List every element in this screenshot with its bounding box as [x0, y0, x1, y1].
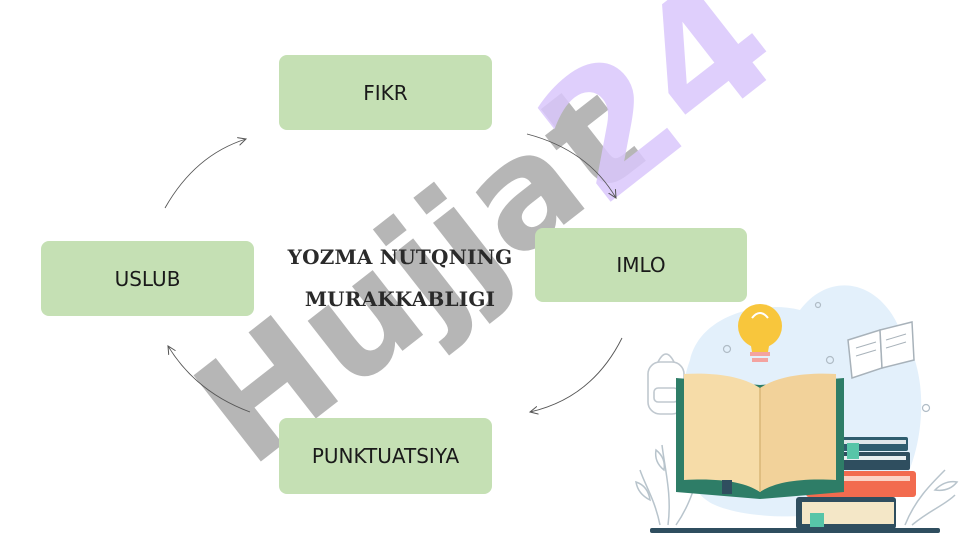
arrow-uslub-to-fikr [164, 139, 246, 209]
book-stack-icon [796, 437, 916, 529]
ground-line [650, 528, 940, 533]
plant-right-icon [904, 469, 959, 526]
node-fikr-label: FIKR [363, 80, 408, 105]
lightbulb-icon [738, 304, 782, 362]
arrow-punktuatsiya-to-uslub [168, 346, 251, 413]
node-punktuatsiya-label: PUNKTUATSIYA [311, 444, 460, 468]
node-uslub: USLUB [41, 241, 254, 316]
arrow-fikr-to-imlo [526, 133, 616, 198]
node-imlo: IMLO [535, 228, 747, 302]
center-title: YOZMA NUTQNING MURAKKABLIGI [270, 236, 530, 320]
node-imlo-label: IMLO [616, 253, 666, 277]
node-uslub-label: USLUB [114, 266, 181, 291]
center-title-line1: YOZMA NUTQNING [287, 245, 513, 269]
node-punktuatsiya: PUNKTUATSIYA [279, 418, 492, 494]
arrow-imlo-to-punktuatsiya [530, 337, 623, 412]
decor-circles [722, 301, 931, 413]
center-title-line2: MURAKKABLIGI [304, 287, 496, 311]
flying-book-icon [847, 321, 915, 380]
open-book-icon [676, 373, 844, 499]
node-fikr: FIKR [279, 55, 492, 130]
